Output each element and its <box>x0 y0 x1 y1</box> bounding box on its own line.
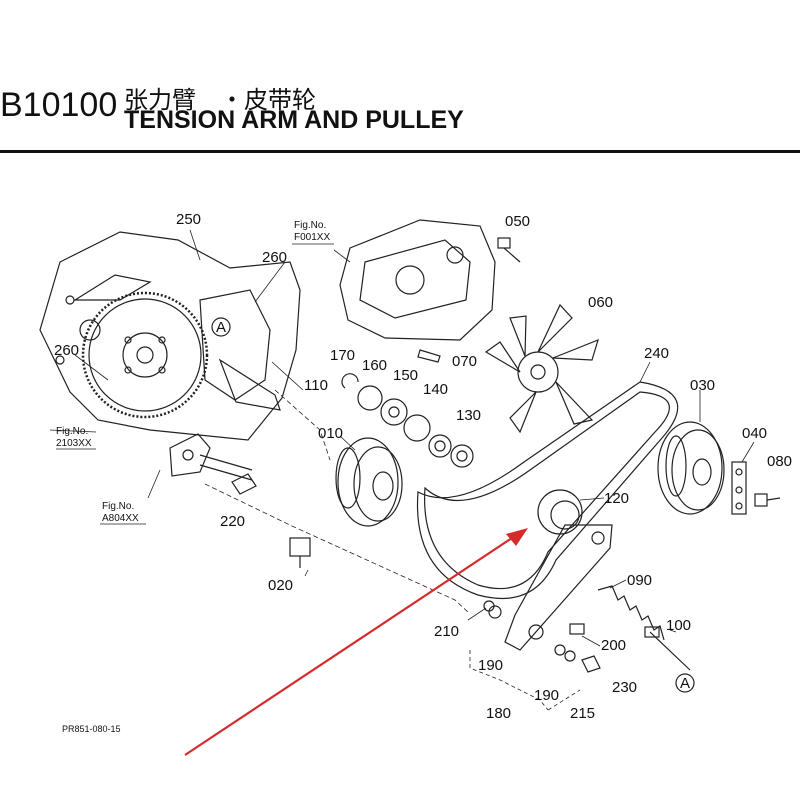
part-label-090: 090 <box>627 572 652 589</box>
part-label-190-right: 190 <box>534 687 559 704</box>
part-label-020: 020 <box>268 577 293 594</box>
section-title-en: TENSION ARM AND PULLEY <box>124 106 464 134</box>
fig-ref-brackets <box>56 243 334 525</box>
fig-ref-a804-label: Fig.No. <box>102 501 134 512</box>
part-label-190-left: 190 <box>478 657 503 674</box>
part-label-050: 050 <box>505 213 530 230</box>
reference-marker-circle-1 <box>211 317 231 337</box>
flywheel-ring-gear <box>81 291 209 419</box>
part-label-010: 010 <box>318 425 343 442</box>
part-label-260-upper: 260 <box>262 249 287 266</box>
fig-ref-2103-label: Fig.No. <box>56 426 88 437</box>
pulley-010 <box>335 437 403 527</box>
part-label-210: 210 <box>434 623 459 640</box>
part-label-250: 250 <box>176 211 201 228</box>
part-label-170: 170 <box>330 347 355 364</box>
part-label-150: 150 <box>393 367 418 384</box>
red-pointer-arrow <box>184 528 528 756</box>
part-label-110: 110 <box>304 377 328 394</box>
fig-ref-f001-code: F001XX <box>294 232 330 243</box>
part-label-180: 180 <box>486 705 511 722</box>
section-code: B10100 <box>0 86 118 124</box>
cooling-fan <box>484 303 599 434</box>
engine-housing-plate <box>39 231 301 441</box>
part-label-220: 220 <box>220 513 245 530</box>
document-number: PR851-080-15 <box>62 724 121 734</box>
fig-ref-f001-label: Fig.No. <box>294 220 326 231</box>
part-label-080: 080 <box>767 453 792 470</box>
reference-marker-a-1: A <box>216 319 226 336</box>
mount-plate-040 <box>731 461 781 515</box>
part-label-130: 130 <box>456 407 481 424</box>
bearing-parts-stack <box>341 373 474 468</box>
part-label-070: 070 <box>452 353 477 370</box>
header-rule <box>0 150 800 153</box>
tension-pulley-120 <box>537 489 583 535</box>
part-label-230: 230 <box>612 679 637 696</box>
part-label-200: 200 <box>601 637 626 654</box>
v-belt <box>416 381 679 599</box>
reference-marker-circle-2 <box>675 673 695 693</box>
part-label-240: 240 <box>644 345 669 362</box>
part-label-260-lower: 260 <box>54 342 79 359</box>
part-label-100: 100 <box>666 617 691 634</box>
fig-ref-2103-code: 2103XX <box>56 438 92 449</box>
part-label-215: 215 <box>570 705 595 722</box>
arm-hardware <box>483 600 601 673</box>
part-label-040: 040 <box>742 425 767 442</box>
leader-lines <box>49 229 755 711</box>
part-label-030: 030 <box>690 377 715 394</box>
crank-pulley-030 <box>657 421 725 515</box>
tension-arm-180 <box>504 524 613 651</box>
part-label-120: 120 <box>604 490 629 507</box>
reference-marker-a-2: A <box>680 675 690 692</box>
section-title-cn: 张力臂 ・皮带轮 <box>124 86 316 114</box>
pump-assembly <box>339 219 496 363</box>
fig-ref-a804-code: A804XX <box>102 513 139 524</box>
idler-shaft <box>169 433 311 568</box>
part-label-160: 160 <box>362 357 387 374</box>
bolt-050 <box>497 237 521 263</box>
tension-spring-090 <box>597 585 691 671</box>
part-label-140: 140 <box>423 381 448 398</box>
part-label-060: 060 <box>588 294 613 311</box>
